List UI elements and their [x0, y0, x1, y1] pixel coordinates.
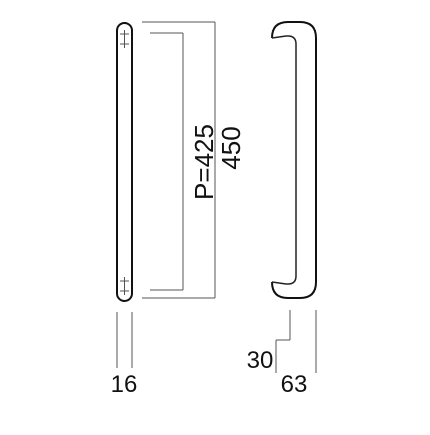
bottom-leg-end — [271, 281, 287, 285]
top-screw-mark — [120, 30, 129, 48]
front-view — [116, 22, 133, 302]
pitch-label: P=425 — [189, 124, 219, 200]
standoff-label: 30 — [247, 347, 274, 374]
pitch-dimension-bracket — [150, 32, 184, 291]
projection-label: 63 — [281, 371, 308, 398]
overall-length-label: 450 — [216, 126, 246, 169]
bottom-screw-mark — [120, 277, 129, 295]
bar-outline — [116, 22, 133, 302]
handle-profile-inner — [286, 35, 297, 285]
bar-width-dimension — [116, 312, 133, 368]
top-leg-end — [271, 35, 287, 39]
standoff-projection-dimension — [275, 310, 317, 373]
bar-width-label: 16 — [111, 371, 138, 398]
side-view — [271, 21, 317, 299]
handle-profile-outer — [271, 21, 317, 299]
overall-length-bracket — [142, 21, 216, 299]
